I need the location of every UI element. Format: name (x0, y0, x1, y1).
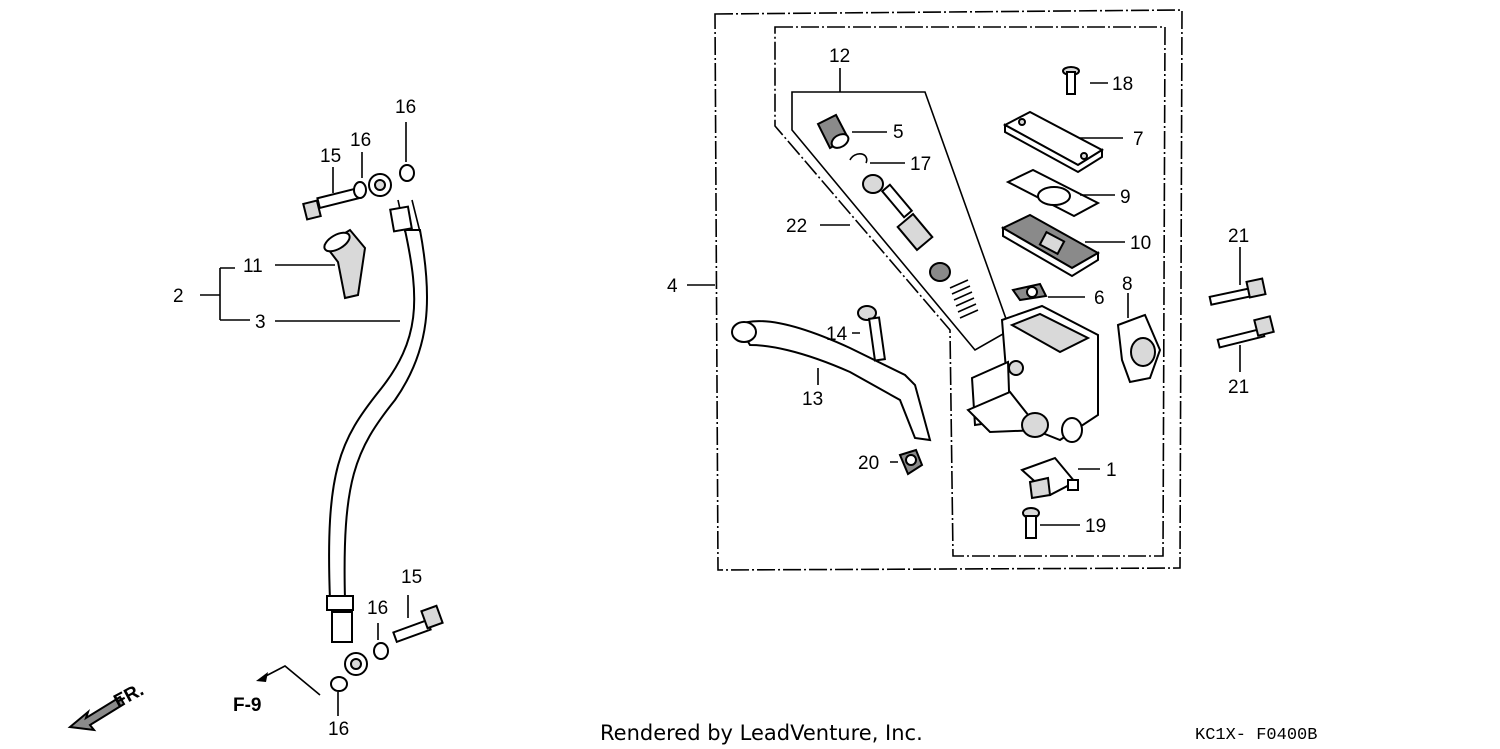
callout-5: 5 (893, 122, 904, 143)
switch-screw (1022, 507, 1040, 539)
callout-2: 2 (173, 286, 184, 307)
callout-1: 1 (1106, 460, 1117, 481)
callout-17: 17 (910, 154, 931, 175)
callout-18: 18 (1112, 74, 1133, 95)
callout-3: 3 (255, 312, 266, 333)
callout-16-upper-left: 16 (350, 130, 371, 151)
reservoir-cap (1002, 110, 1105, 174)
front-direction-arrow: FR. (67, 680, 147, 732)
callout-13: 13 (802, 389, 823, 410)
callout-10: 10 (1130, 233, 1151, 254)
piston-boot (816, 113, 850, 150)
callout-7: 7 (1133, 129, 1144, 150)
sealing-washers (330, 164, 415, 692)
callout-16-upper-right: 16 (395, 97, 416, 118)
assembly-frames (714, 9, 1183, 571)
callout-14: 14 (826, 324, 848, 345)
callout-22: 22 (786, 216, 807, 237)
holder-bolt-upper (1208, 277, 1267, 306)
diagram-code: KC1X- F0400B (1195, 726, 1317, 745)
circlip (849, 153, 868, 164)
pivot-nut (898, 448, 924, 476)
leader-lines (200, 68, 1241, 716)
callout-21-lower: 21 (1228, 377, 1249, 398)
master-cylinder-body (966, 304, 1099, 443)
cap-screw (1062, 66, 1080, 95)
callout-19: 19 (1085, 516, 1106, 537)
callout-16-lower-right: 16 (367, 598, 388, 619)
reference-label: F-9 (233, 695, 262, 716)
render-credit: Rendered by LeadVenture, Inc. (600, 721, 923, 745)
oil-bolt-lower (392, 604, 444, 644)
callout-8: 8 (1122, 274, 1133, 295)
callout-21-upper: 21 (1228, 226, 1249, 247)
hose-boot (323, 228, 367, 300)
callout-15-lower: 15 (401, 567, 422, 588)
callout-15-upper: 15 (320, 146, 341, 167)
callout-20: 20 (858, 453, 879, 474)
callout-12: 12 (829, 46, 850, 67)
diaphragm (1000, 213, 1101, 278)
holder-bolt-lower (1216, 315, 1275, 349)
oil-bolt-upper (302, 186, 362, 221)
callout-16-bottom: 16 (328, 719, 349, 740)
piston-set (862, 174, 979, 319)
diaphragm-plate (1005, 168, 1101, 218)
brake-hose (326, 173, 429, 676)
callout-9: 9 (1120, 187, 1131, 208)
brake-lever (731, 320, 932, 442)
clamp-holder (1116, 313, 1162, 384)
section-reference: F-9 (233, 665, 321, 716)
callout-11: 11 (243, 256, 263, 277)
brake-light-switch (1020, 456, 1079, 500)
reservoir-washer (1011, 282, 1048, 302)
callout-4: 4 (667, 276, 678, 297)
callout-numbers: 1 2 3 4 5 6 7 8 9 10 11 12 13 14 15 15 1… (173, 46, 1249, 740)
lever-pivot-bolt (857, 305, 887, 362)
callout-6: 6 (1094, 288, 1105, 309)
